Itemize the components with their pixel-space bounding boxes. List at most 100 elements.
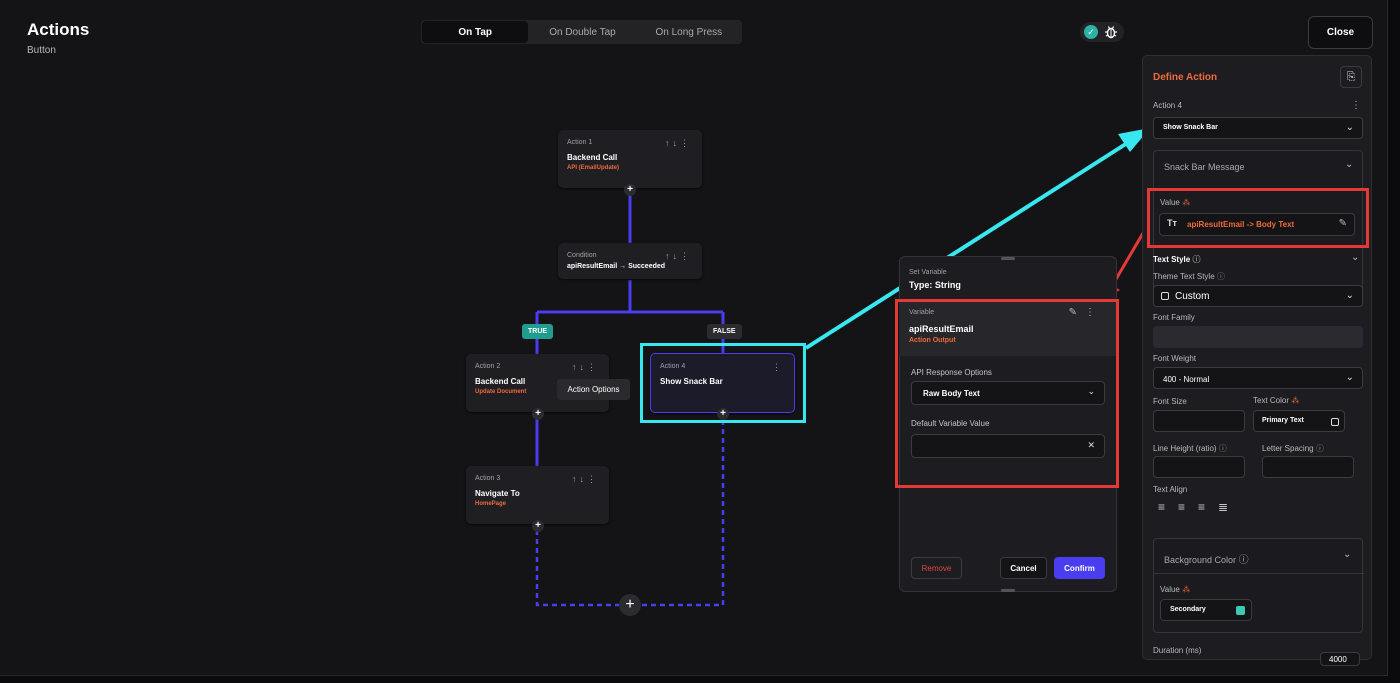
tab-on-tap[interactable]: On Tap [422, 21, 529, 43]
variable-name: apiResultEmail [909, 324, 974, 334]
line-height-input[interactable] [1153, 456, 1245, 478]
theme-text-style-value: Custom [1175, 291, 1210, 302]
action-node-1[interactable]: Action 1 Backend Call API (EmailUpdate) … [558, 130, 702, 188]
font-weight-select[interactable]: 400 - Normal ⌄ [1153, 367, 1363, 389]
page-title: Actions [27, 20, 90, 39]
variable-icon: ⁂ [1182, 198, 1191, 207]
bg-color-value: Secondary [1170, 606, 1206, 613]
default-value-label: Default Variable Value [911, 419, 990, 428]
chevron-down-icon[interactable]: ⌄ [1343, 549, 1352, 560]
info-icon: ⓘ [1218, 444, 1227, 453]
node-controls[interactable]: ↑↓⋮ [572, 474, 599, 484]
node-name: Backend Call [567, 153, 618, 162]
action-node-2[interactable]: Action 2 Backend Call Update Document ↑↓… [466, 354, 609, 412]
letter-spacing-input[interactable] [1262, 456, 1354, 478]
action-type-select[interactable]: Show Snack Bar ⌄ [1153, 117, 1363, 139]
node-controls[interactable]: ↑↓⋮ [665, 251, 692, 261]
action-node-4[interactable]: Action 4 Show Snack Bar ⋮ [650, 353, 795, 413]
font-family-label: Font Family [1153, 313, 1195, 322]
node-label: Action 1 [567, 139, 593, 146]
window-edge [1388, 0, 1400, 683]
text-color-label: Text Color ⁂ [1253, 396, 1300, 405]
theme-text-style-select[interactable]: Custom ⌄ [1153, 285, 1363, 307]
set-variable-title: Set Variable [909, 269, 947, 276]
text-color-picker[interactable]: Primary Text [1253, 410, 1345, 432]
variable-icon: ⁂ [1182, 585, 1191, 594]
add-action-button[interactable]: + [624, 184, 636, 196]
notes-icon[interactable]: ⎘ [1340, 66, 1362, 88]
default-value-field[interactable]: ✕ [911, 434, 1105, 458]
true-branch-tag: TRUE [522, 324, 554, 339]
bug-icon[interactable] [1103, 24, 1119, 40]
tab-on-long-press[interactable]: On Long Press [655, 26, 723, 38]
trigger-tabs: On Tap On Double Tap On Long Press [421, 20, 742, 44]
chevron-down-icon: ⌄ [1087, 386, 1095, 396]
info-icon: ⓘ [1238, 555, 1249, 566]
info-icon: ⓘ [1216, 272, 1225, 281]
theme-text-style-label: Theme Text Style ⓘ [1153, 272, 1225, 281]
page-subtitle: Button [27, 45, 56, 56]
api-response-label: API Response Options [911, 368, 992, 377]
check-icon: ✓ [1084, 25, 1098, 39]
node-menu[interactable]: ⋮ [772, 362, 784, 372]
add-action-button[interactable]: + [532, 520, 544, 532]
checkbox[interactable] [1161, 292, 1169, 300]
font-size-label: Font Size [1153, 397, 1187, 406]
value-label: Value ⁂ [1160, 198, 1191, 207]
text-type-icon: Tт [1167, 218, 1177, 228]
node-sub: Update Document [475, 389, 527, 395]
clear-icon[interactable]: ✕ [1087, 440, 1095, 450]
highlight-box-red [1147, 188, 1369, 248]
action-node-3[interactable]: Action 3 Navigate To HomePage ↑↓⋮ [466, 466, 609, 524]
node-label: Action 3 [475, 475, 501, 482]
background-color-picker[interactable]: Secondary [1160, 599, 1252, 621]
line-height-label: Line Height (ratio) ⓘ [1153, 444, 1227, 453]
node-controls[interactable]: ↑↓⋮ [665, 138, 692, 148]
node-label: Action 2 [475, 363, 501, 370]
cancel-button[interactable]: Cancel [1000, 557, 1047, 579]
duration-label: Duration (ms) [1153, 646, 1202, 655]
panel-title: Define Action [1153, 72, 1218, 83]
text-color-value: Primary Text [1262, 417, 1304, 424]
font-family-input[interactable] [1153, 326, 1363, 348]
chevron-down-icon[interactable]: ⌄ [1351, 252, 1360, 263]
remove-button[interactable]: Remove [911, 557, 962, 579]
validation-status[interactable]: ✓ [1080, 22, 1124, 42]
node-controls[interactable]: ↑↓⋮ [572, 362, 599, 372]
font-size-input[interactable] [1153, 410, 1245, 432]
api-response-select[interactable]: Raw Body Text ⌄ [911, 381, 1105, 405]
edit-icon[interactable]: ✎ [1338, 218, 1347, 229]
font-weight-label: Font Weight [1153, 354, 1196, 363]
drag-handle[interactable] [1001, 257, 1015, 260]
drag-handle[interactable] [1001, 589, 1015, 592]
confirm-button[interactable]: Confirm [1054, 557, 1105, 579]
chevron-down-icon: ⌄ [1345, 122, 1354, 133]
more-icon[interactable]: ⋮ [1351, 100, 1361, 111]
variable-actions[interactable]: ✎⋮ [1068, 307, 1103, 318]
tab-on-double-tap[interactable]: On Double Tap [549, 26, 616, 38]
value-text: apiResultEmail -> Body Text [1187, 220, 1295, 229]
value-chip[interactable]: Tт apiResultEmail -> Body Text ✎ [1159, 213, 1355, 236]
close-button[interactable]: Close [1308, 16, 1373, 49]
variable-header: Variable apiResultEmail Action Output ✎⋮ [899, 302, 1117, 356]
text-align-options[interactable]: ≡≡≡≣ [1158, 500, 1242, 514]
chevron-down-icon: ⌄ [1345, 290, 1354, 301]
chevron-down-icon[interactable]: ⌄ [1345, 159, 1354, 170]
false-branch-tag: FALSE [707, 324, 742, 339]
font-weight-value: 400 - Normal [1163, 375, 1210, 384]
variable-icon: ⁂ [1291, 396, 1300, 405]
background-color-section: Background Color ⓘ ⌄ Value ⁂ Secondary [1153, 538, 1364, 633]
add-final-action-button[interactable]: + [619, 594, 641, 616]
node-name: Show Snack Bar [660, 377, 723, 386]
color-swatch [1331, 418, 1339, 426]
text-align-label: Text Align [1153, 485, 1188, 494]
add-action-button[interactable]: + [717, 408, 729, 420]
add-action-button[interactable]: + [532, 408, 544, 420]
node-name: Backend Call [475, 377, 526, 386]
define-action-panel: Define Action ⎘ Action 4 ⋮ Show Snack Ba… [1142, 55, 1372, 660]
duration-input[interactable]: 4000 [1320, 652, 1360, 666]
color-swatch [1236, 606, 1245, 615]
section-title: Background Color ⓘ [1164, 555, 1249, 566]
info-icon: ⓘ [1192, 255, 1201, 264]
condition-node[interactable]: Condition apiResultEmail → Succeeded ↑↓⋮ [558, 243, 702, 279]
